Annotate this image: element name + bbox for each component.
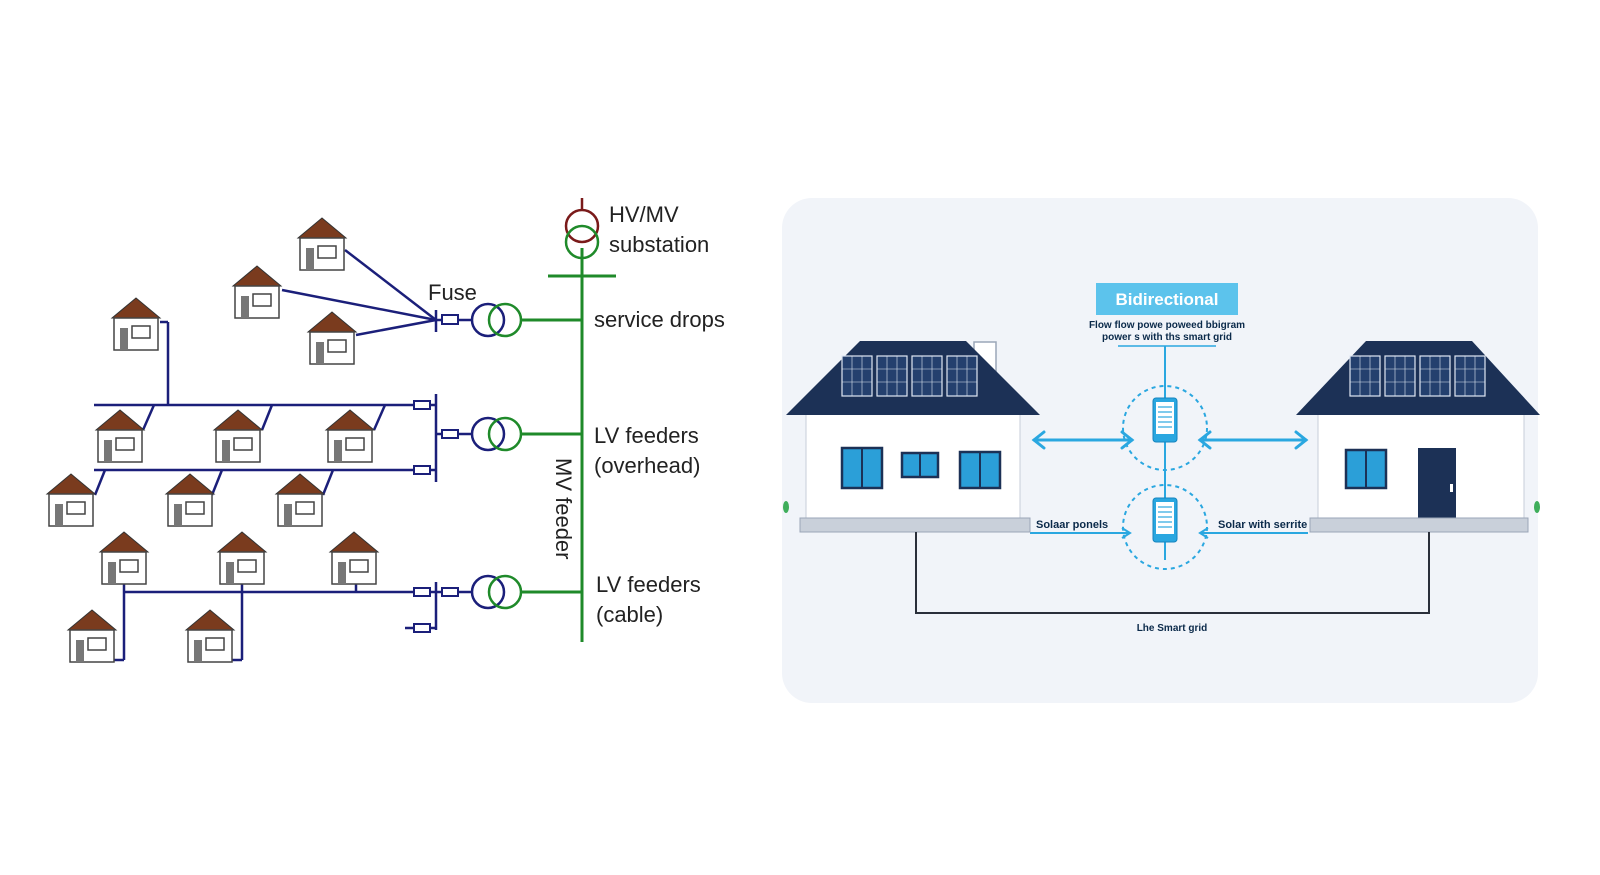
bidirectional-badge — [1096, 283, 1238, 315]
house-icon — [307, 311, 357, 365]
lv-cable-label-line2: (cable) — [596, 602, 663, 627]
lv-cable-network — [114, 580, 472, 662]
house-icon — [232, 265, 282, 319]
lv-overhead-label-line1: LV feeders — [594, 423, 699, 448]
mv-feeder-label: MV feeder — [551, 458, 576, 560]
hv-mv-transformer-icon — [564, 198, 600, 260]
badge-subtitle-line2: power s with ths smart grid — [1102, 332, 1232, 343]
house-icon — [67, 609, 117, 663]
fuse-icon — [441, 314, 459, 325]
bidirectional-arrow-left-icon — [1031, 430, 1135, 450]
edge-marker-left — [783, 501, 789, 513]
smart-grid-illustration: Bidirectional Flow flow powe poweed bbig… — [782, 198, 1540, 703]
solar-panel-icon — [1419, 355, 1451, 397]
service-drops-label: service drops — [594, 307, 725, 332]
transformer-lv-overhead-icon — [470, 416, 523, 452]
solar-panel-icon — [1454, 355, 1486, 397]
house-icon — [95, 409, 145, 463]
solar-panel-icon — [1384, 355, 1416, 397]
fuse-cable-2 — [441, 587, 459, 597]
house-icon — [165, 473, 215, 527]
solar-panel-icon — [911, 355, 943, 397]
bidirectional-badge-label: Bidirectional — [1116, 290, 1219, 309]
lv-overhead-label-line2: (overhead) — [594, 453, 700, 478]
fuse-overhead-1 — [413, 400, 431, 410]
panel-link-right-arrow-icon — [1198, 527, 1308, 539]
left-panel-label: Solaar ponels — [1036, 519, 1108, 531]
solar-panel-icon — [1349, 355, 1381, 397]
fuse-overhead-2 — [441, 429, 459, 439]
right-panel-label: Solar with serrite — [1218, 519, 1307, 531]
door — [1418, 448, 1456, 520]
distribution-network-diagram: HV/MV substation Fuse service drops LV f… — [46, 198, 725, 663]
panel-link-left-arrow-icon — [1030, 527, 1132, 539]
transformer-lv-cable-icon — [470, 574, 523, 610]
house-icon — [325, 409, 375, 463]
smart-meter-icon — [1152, 397, 1178, 443]
bidirectional-arrow-right-icon — [1197, 430, 1309, 450]
meter-ring-bottom — [1122, 484, 1208, 570]
substation-label-line2: substation — [609, 232, 709, 257]
house-icon — [217, 531, 267, 585]
house-icon — [329, 531, 379, 585]
house-icon — [297, 217, 347, 271]
substation-label-line1: HV/MV — [609, 202, 679, 227]
house-icon — [275, 473, 325, 527]
solar-panel-icon — [946, 355, 978, 397]
house-icon — [213, 409, 263, 463]
solar-panel-icon — [876, 355, 908, 397]
house-icon — [46, 473, 96, 527]
fuse-overhead-3 — [413, 465, 431, 475]
smart-grid-label: Lhe Smart grid — [1137, 623, 1208, 634]
fuse-label: Fuse — [428, 280, 477, 305]
meter-ring-top — [1122, 385, 1208, 471]
edge-marker-right — [1534, 501, 1540, 513]
illustration-background — [782, 198, 1538, 703]
fuse-cable-1 — [413, 587, 431, 597]
badge-subtitle-line1: Flow flow powe poweed bbigram — [1089, 320, 1245, 331]
lv-cable-label-line1: LV feeders — [596, 572, 701, 597]
smart-grid-wire — [915, 532, 1430, 614]
house-icon — [185, 609, 235, 663]
house-icons — [46, 217, 379, 663]
fuse-cable-3 — [413, 623, 431, 633]
solar-panel-icon — [841, 355, 873, 397]
smart-meter-icon — [1152, 497, 1178, 543]
left-solar-house — [786, 341, 1040, 533]
right-solar-house — [1296, 341, 1540, 533]
house-icon — [111, 297, 161, 351]
house-icon — [99, 531, 149, 585]
transformer-service-drops-icon — [470, 302, 523, 338]
